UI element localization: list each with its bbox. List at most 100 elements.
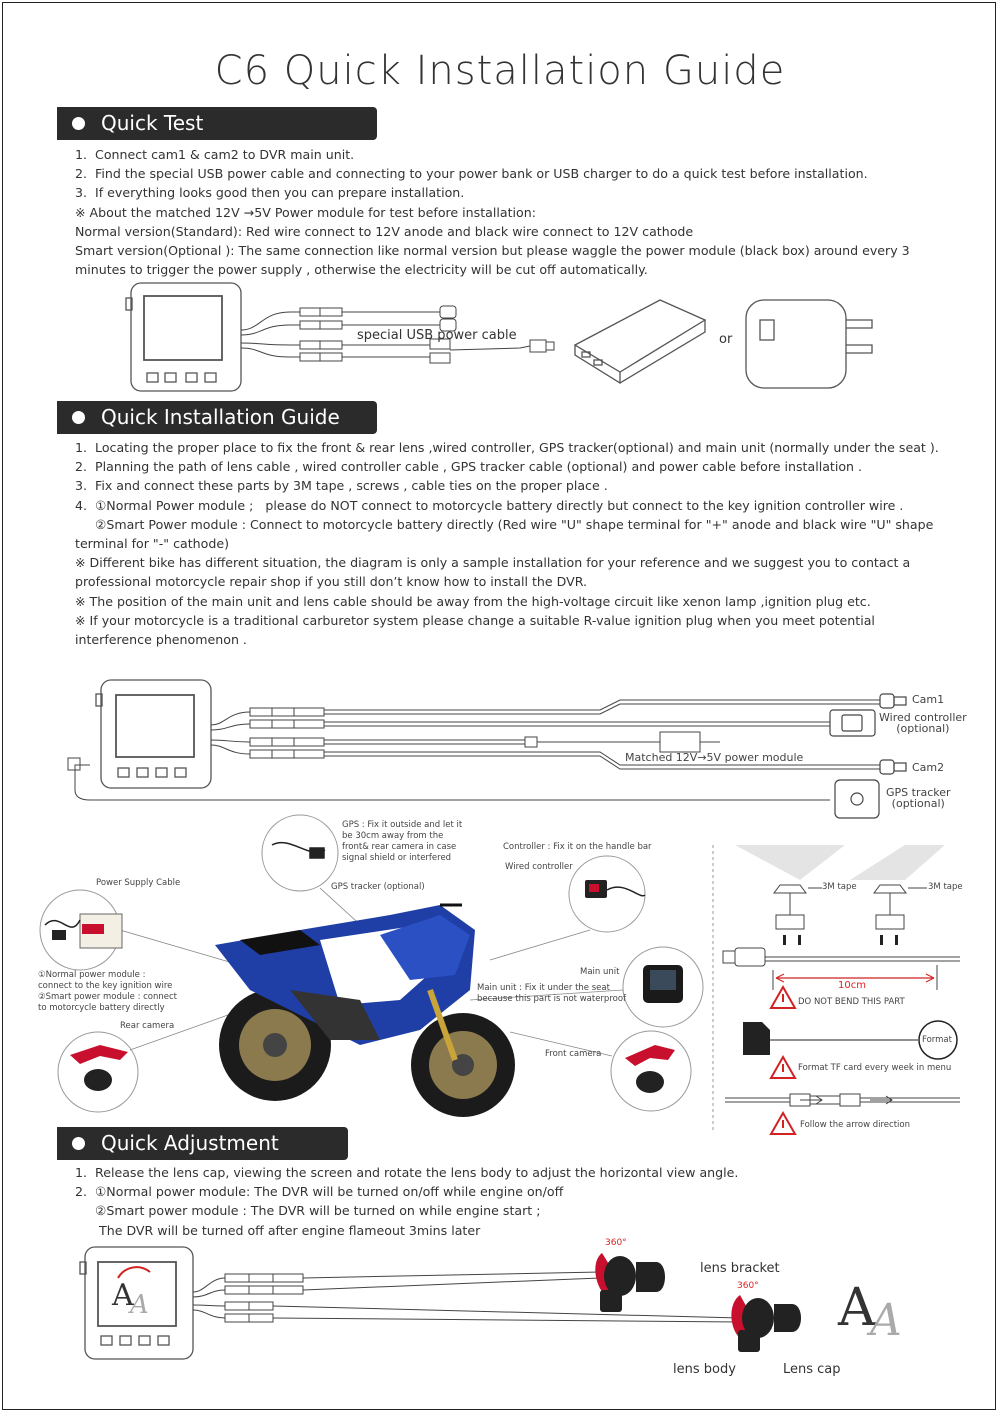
power-module-label: Matched 12V→5V power module (625, 751, 804, 764)
text-line: terminal for "-" cathode) (75, 536, 229, 552)
wired-controller-icon (585, 880, 646, 898)
camera-connector-icon (879, 693, 907, 775)
format-button-icon (918, 1020, 958, 1060)
wired-controller-label: Wired controller (optional) (879, 711, 967, 735)
rotate-arrow-icon (117, 1266, 151, 1279)
gps-note: GPS : Fix it outside and let it be 30cm … (342, 820, 463, 863)
gps-tracker-callout-label: GPS tracker (optional) (331, 882, 425, 892)
view-letter: A (838, 1278, 876, 1338)
lens-camera-1-icon (595, 1253, 665, 1312)
gps-tracker-label: GPS tracker (optional) (886, 786, 951, 810)
wired-controller-callout-label: Wired controller (505, 862, 573, 872)
arrow-connector-diagram (725, 1093, 960, 1107)
mount-diagram (735, 845, 945, 945)
bullet-icon (72, 411, 85, 424)
text-line: ※ About the matched 12V →5V Power module… (75, 204, 536, 220)
text-line: ②Smart Power module : Connect to motorcy… (75, 516, 934, 532)
text-line: professional motorcycle repair shop if y… (75, 574, 588, 590)
format-button-label: Format (922, 1035, 952, 1045)
front-camera-label: Front camera (545, 1049, 602, 1059)
page-title: C6 Quick Installation Guide (214, 48, 786, 94)
text-line: ※ Different bike has different situation… (75, 555, 911, 571)
lens-bracket-label: lens bracket (700, 1261, 780, 1276)
dvr-unit-icon (95, 679, 212, 789)
no-bend-label: DO NOT BEND THIS PART (798, 997, 905, 1007)
sd-card-icon (743, 1022, 770, 1055)
power-supply-cable-label: Power Supply Cable (96, 878, 181, 888)
section-header-install: Quick Installation Guide (57, 401, 377, 434)
usb-charger-icon (745, 299, 873, 389)
format-note-label: Format TF card every week in menu (798, 1063, 952, 1073)
distance-label: 10cm (838, 980, 866, 991)
text-line: ※ If your motorcycle is a traditional ca… (75, 612, 875, 628)
rotation-2-label: 360° (737, 1281, 759, 1291)
text-line: 1. Locating the proper place to fix the … (75, 440, 939, 455)
motorcycle-icon (215, 903, 515, 1117)
text-line: The DVR will be turned off after engine … (75, 1222, 481, 1238)
text-line: 3. Fix and connect these parts by 3M tap… (75, 478, 608, 494)
text-line: 4. ①Normal Power module ; please do NOT … (75, 497, 904, 513)
bullet-icon (72, 117, 85, 130)
callout-circles (39, 814, 704, 1113)
battery-icon (44, 913, 123, 949)
install-text: 1. Locating the proper place to fix the … (75, 438, 955, 649)
wiring-cables (67, 699, 880, 801)
section-title: Quick Installation Guide (101, 405, 340, 429)
lens-cap-label: Lens cap (783, 1362, 841, 1377)
controller-icon (829, 709, 876, 737)
gps-cable-icon (271, 842, 326, 859)
text-line: ※ The position of the main unit and lens… (75, 593, 871, 609)
quick-test-text: 1. Connect cam1 & cam2 to DVR main unit.… (75, 145, 955, 279)
power-bank-icon (573, 299, 707, 385)
text-line: interference phenomenon . (75, 632, 247, 648)
cam2-label: Cam2 (912, 761, 945, 774)
text-line: Smart version(Optional ): The same conne… (75, 243, 910, 259)
warning-icon (769, 1110, 797, 1135)
section-title: Quick Test (101, 111, 204, 135)
controller-note: Controller : Fix it on the handle bar (503, 842, 652, 852)
adjust-text: 1. Release the lens cap, viewing the scr… (75, 1163, 955, 1240)
gps-tracker-icon (834, 779, 880, 819)
text-line: 1. Release the lens cap, viewing the scr… (75, 1165, 739, 1180)
warning-icon (769, 1054, 797, 1079)
bend-diagram (722, 947, 960, 990)
rotation-1-label: 360° (605, 1238, 627, 1248)
adjust-cables (192, 1271, 741, 1323)
section-header-quick-test: Quick Test (57, 107, 377, 140)
warning-icon (769, 984, 797, 1009)
screen-letter-rotated: A (130, 1290, 149, 1320)
text-line: ②Smart power module : The DVR will be tu… (75, 1203, 541, 1219)
cable-bundle (240, 305, 555, 364)
cam1-label: Cam1 (912, 693, 945, 706)
text-line: 2. Find the special USB power cable and … (75, 166, 868, 182)
main-unit-label: Main unit (580, 967, 620, 977)
section-header-adjust: Quick Adjustment (57, 1127, 348, 1160)
lens-body-label: lens body (673, 1362, 736, 1377)
view-letter-rotated: A (870, 1295, 902, 1346)
text-line: minutes to trigger the power supply , ot… (75, 262, 648, 278)
text-line: 2. Planning the path of lens cable , wir… (75, 459, 863, 475)
main-unit-icon (643, 965, 683, 1003)
text-line: 1. Connect cam1 & cam2 to DVR main unit. (75, 147, 355, 162)
arrow-note-label: Follow the arrow direction (800, 1120, 910, 1130)
tape-right-label: 3M tape (928, 882, 963, 892)
usb-cable-label: special USB power cable (357, 328, 517, 343)
power-module-note: ①Normal power module : connect to the ke… (38, 970, 178, 1013)
text-line: Normal version(Standard): Red wire conne… (75, 223, 694, 239)
text-line: 3. If everything looks good then you can… (75, 185, 465, 201)
lens-camera-2-icon (731, 1295, 801, 1352)
rear-camera-label: Rear camera (120, 1021, 175, 1031)
main-unit-note: Main unit : Fix it under the seat becaus… (477, 983, 627, 1004)
dvr-unit-icon (125, 282, 242, 392)
tape-left-label: 3M tape (822, 882, 857, 892)
screen-letter: A (112, 1278, 134, 1313)
section-title: Quick Adjustment (101, 1131, 279, 1155)
text-line: 2. ①Normal power module: The DVR will be… (75, 1184, 564, 1200)
dvr-unit-icon (79, 1246, 194, 1360)
